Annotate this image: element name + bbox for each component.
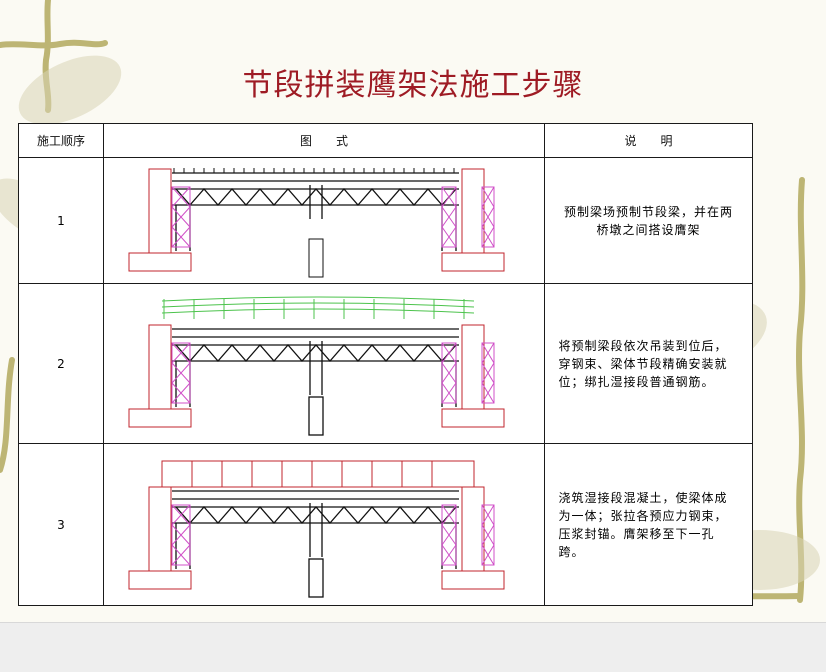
description-cell: 将预制梁段依次吊装到位后，穿钢束、梁体节段精确安装就位；绑扎湿接段普通钢筋。: [544, 283, 753, 444]
table-row: 1: [18, 157, 753, 284]
diagram-cell: [103, 443, 545, 606]
header-sequence: 施工顺序: [18, 123, 104, 158]
app-bottom-bar: [0, 622, 826, 672]
table-row: 3: [18, 443, 753, 606]
slide: 节段拼装鹰架法施工步骤 施工顺序 图 式 说 明 1: [0, 0, 826, 622]
description-cell: 预制梁场预制节段梁，并在两桥墩之间搭设膺架: [544, 157, 753, 284]
step-description: 预制梁场预制节段梁，并在两桥墩之间搭设膺架: [563, 204, 733, 237]
page-title: 节段拼装鹰架法施工步骤: [242, 68, 584, 103]
step-description: 浇筑湿接段混凝土，使梁体成为一体；张拉各预应力钢束，压浆封锚。膺架移至下一孔跨。: [558, 490, 728, 559]
falsework-diagram-step-1: [128, 167, 505, 277]
table-header-row: 施工顺序 图 式 说 明: [18, 123, 753, 158]
falsework-diagram-step-2: [128, 296, 505, 436]
table-row: 2: [18, 283, 753, 444]
diagram-cell: [103, 283, 545, 444]
step-number: 1: [18, 157, 104, 284]
header-diagram: 图 式: [103, 123, 545, 158]
description-cell: 浇筑湿接段混凝土，使梁体成为一体；张拉各预应力钢束，压浆封锚。膺架移至下一孔跨。: [544, 443, 753, 606]
step-description: 将预制梁段依次吊装到位后，穿钢束、梁体节段精确安装就位；绑扎湿接段普通钢筋。: [558, 338, 728, 389]
step-number: 2: [18, 283, 104, 444]
steps-table: 施工顺序 图 式 说 明 1: [18, 123, 753, 606]
falsework-diagram-step-3: [128, 460, 505, 598]
diagram-cell: [103, 157, 545, 284]
step-number: 3: [18, 443, 104, 606]
header-description: 说 明: [544, 123, 753, 158]
